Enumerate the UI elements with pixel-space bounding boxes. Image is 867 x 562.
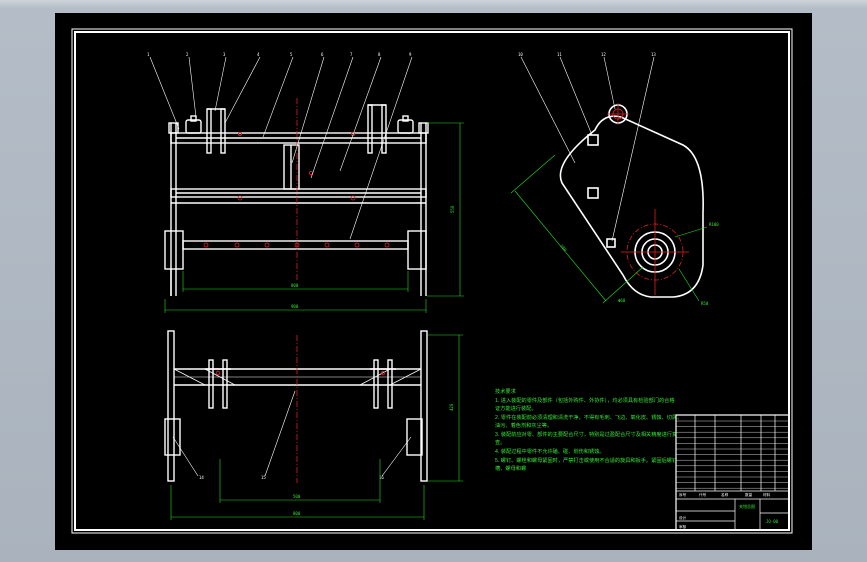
title-block (675, 414, 790, 531)
svg-text:R50: R50 (701, 301, 709, 306)
svg-text:审核: 审核 (679, 524, 687, 529)
svg-text:设计: 设计 (679, 515, 687, 520)
svg-text:13: 13 (651, 52, 656, 57)
side-view-balloons: 10 11 12 13 (518, 52, 656, 57)
svg-text:500: 500 (293, 494, 301, 499)
svg-text:3: 3 (223, 52, 226, 57)
outer-sheet-border (71, 28, 793, 534)
front-view (164, 104, 429, 296)
notes-line: 查。 (495, 438, 505, 446)
svg-text:1: 1 (147, 52, 150, 57)
side-view-dimensions (510, 154, 708, 304)
svg-text:R100: R100 (709, 222, 719, 227)
drawing-title: 夹钳总图 (739, 503, 755, 509)
svg-text:7: 7 (350, 52, 353, 57)
svg-text:900: 900 (291, 304, 299, 309)
notes-line: 1. 进入装配的零件及部件（包括外购件、外协件），均必须具有检验部门的合格 (495, 396, 675, 404)
notes-line: 5. 螺钉、螺栓和螺母紧固时，严禁打击或使用不合适的旋具和扳手。紧固后螺钉 (495, 456, 677, 464)
front-view-leaders (149, 56, 413, 240)
notes-title: 技术要求 (495, 387, 517, 395)
notes-line: 油污、着色剂和灰尘等。 (495, 421, 552, 429)
svg-text:580: 580 (559, 243, 568, 252)
svg-text:420: 420 (449, 403, 454, 411)
svg-text:Φ60: Φ60 (618, 298, 626, 303)
front-view-balloons: 1 2 3 4 5 6 7 8 9 (147, 52, 412, 57)
svg-text:11: 11 (557, 52, 562, 57)
inner-sheet-border (74, 31, 790, 531)
svg-text:2: 2 (186, 52, 189, 57)
svg-text:5: 5 (290, 52, 293, 57)
svg-text:6: 6 (321, 52, 324, 57)
svg-text:12: 12 (601, 52, 606, 57)
svg-text:800: 800 (293, 511, 301, 516)
front-view-centermarks (203, 98, 390, 281)
svg-text:材料: 材料 (763, 492, 771, 497)
svg-text:数量: 数量 (745, 492, 753, 497)
plan-view-dimensions (170, 334, 463, 520)
plan-view-centermarks (215, 335, 386, 483)
svg-text:9: 9 (409, 52, 412, 57)
svg-text:8: 8 (378, 52, 381, 57)
notes-line: 证方能进行装配。 (495, 404, 537, 412)
cad-drawing-sheet: 1 2 3 4 5 6 7 8 9 550 800 900 (71, 28, 793, 534)
side-view-leaders (520, 56, 655, 242)
svg-text:名称: 名称 (721, 492, 729, 497)
svg-text:4: 4 (257, 52, 260, 57)
cad-viewport[interactable]: 1 2 3 4 5 6 7 8 9 550 800 900 (55, 13, 812, 550)
plan-view-leaders (172, 390, 412, 477)
notes-line: 4. 装配过程中零件不允许磕、碰、划伤和锈蚀。 (495, 447, 605, 455)
svg-text:序号: 序号 (679, 492, 687, 497)
technical-notes: 技术要求 1. 进入装配的零件及部件（包括外购件、外协件），均必须具有检验部门的… (495, 387, 682, 472)
notes-line: 槽、螺母和螺 (495, 464, 526, 472)
svg-text:代号: 代号 (699, 492, 707, 497)
front-view-dimensions (164, 122, 464, 313)
svg-text:10: 10 (518, 52, 523, 57)
side-view-centermarks (607, 103, 689, 295)
parts-list-rows (676, 420, 789, 489)
svg-text:800: 800 (291, 283, 299, 288)
plan-view-balloons: 14 15 16 (199, 475, 384, 480)
svg-text:15: 15 (261, 475, 266, 480)
svg-text:550: 550 (450, 205, 455, 213)
svg-text:16: 16 (379, 475, 384, 480)
drawing-code: JQ-00 (766, 519, 779, 524)
svg-text:14: 14 (199, 475, 204, 480)
title-block-text: 序号 代号 名称 数量 材料 夹钳总图 JQ-00 设计 审核 (679, 492, 779, 529)
notes-line: 2. 零件在装配前必须清理和清洗干净，不得有毛刺、飞边、氧化皮、锈蚀、切屑、 (495, 413, 682, 421)
plan-view (164, 330, 428, 482)
notes-line: 3. 装配前应对零、部件的主要配合尺寸，特别是过盈配合尺寸及相关精度进行复 (495, 430, 677, 438)
